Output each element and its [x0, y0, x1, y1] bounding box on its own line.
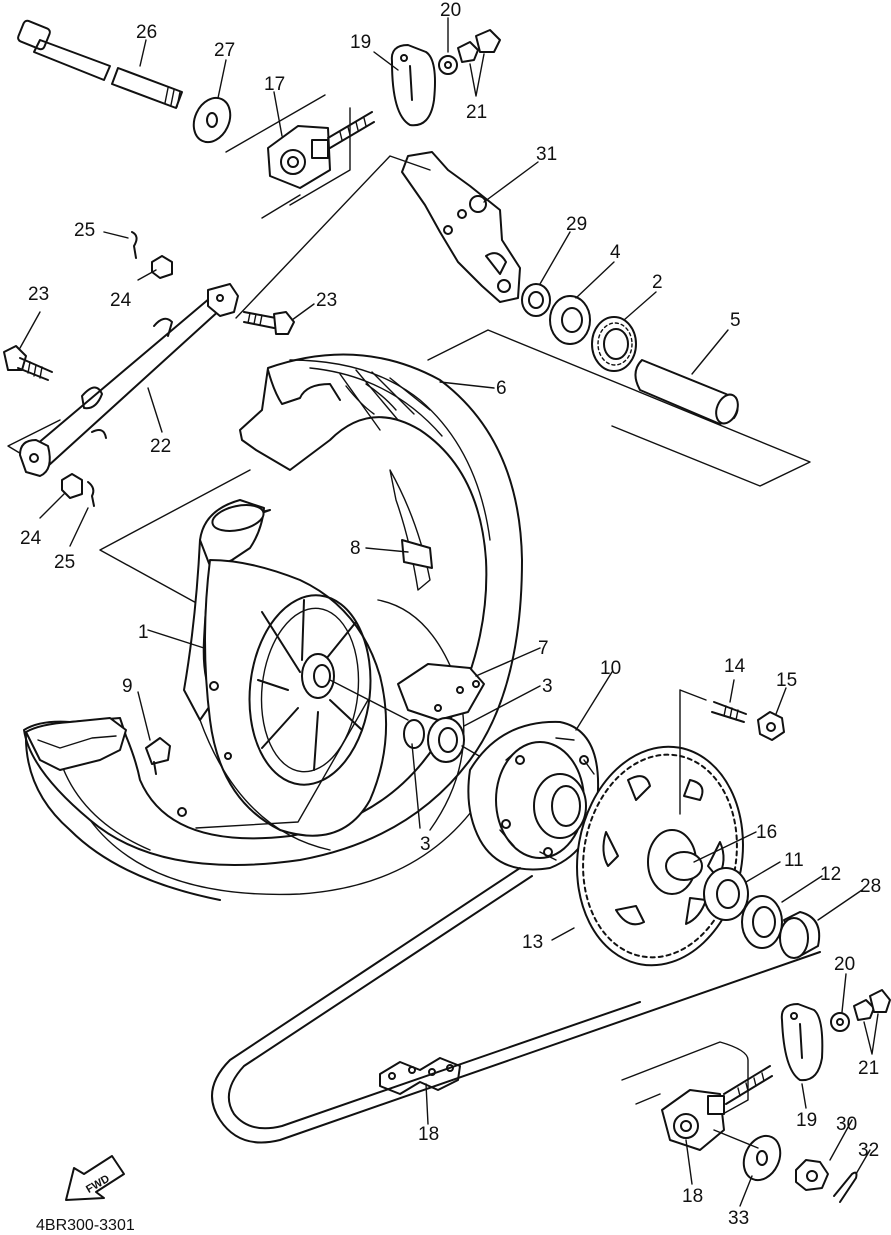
callout-32: 31	[536, 144, 557, 165]
cotter-pin-bottom	[833, 1171, 858, 1203]
sprocket-oil-seal	[741, 895, 783, 949]
callout-10: 10	[600, 658, 621, 679]
nut-upper	[151, 255, 173, 279]
bolt-right	[243, 311, 295, 335]
callout-29: 29	[566, 214, 587, 235]
callout-21-bottom: 21	[858, 1058, 879, 1079]
rear-axle	[17, 19, 183, 109]
castle-nut	[795, 1159, 829, 1191]
callout-17: 18	[418, 1124, 439, 1145]
bearing	[591, 316, 637, 372]
adjuster-plate-bottom	[780, 1003, 824, 1082]
nuts-bottom	[830, 989, 891, 1055]
callout-27: 27	[214, 40, 235, 61]
callout-19-top: 19	[350, 32, 371, 53]
callout-25-bottom: 25	[54, 552, 75, 573]
rear-tire	[23, 353, 523, 901]
callout-labels: 26 27 17 19 20 21 31 29 4 2 5 25 23 24 2…	[20, 0, 881, 1229]
callout-3-right: 3	[542, 676, 553, 697]
collar	[521, 283, 551, 317]
callout-31: 32	[858, 1140, 879, 1161]
callout-13: 13	[522, 932, 543, 953]
callout-22: 22	[150, 436, 171, 457]
callout-4: 4	[610, 242, 621, 263]
chain-adjuster-top	[225, 94, 375, 219]
callout-3-bottom: 3	[420, 834, 431, 855]
callout-19-bottom: 19	[796, 1110, 817, 1131]
sprocket-spacer	[779, 911, 821, 959]
guide-lines	[7, 155, 811, 606]
chain-adjuster-bottom	[621, 1041, 773, 1151]
callout-18-bottom: 18	[682, 1186, 703, 1207]
sprocket-bearing	[703, 867, 749, 921]
brake-torque-rod	[19, 283, 239, 477]
callout-20-bottom: 20	[834, 954, 855, 975]
bolt-left	[3, 345, 53, 381]
callout-5: 5	[730, 310, 741, 331]
stud-line	[679, 689, 707, 815]
callout-11: 11	[784, 850, 804, 871]
axle-washer	[192, 96, 232, 144]
sprocket-nut	[757, 711, 785, 741]
hub-bearing-right	[427, 717, 465, 763]
cotter-pin-upper	[131, 231, 138, 259]
callout-16: 16	[756, 822, 777, 843]
callout-7: 6	[496, 378, 507, 399]
callout-2: 2	[652, 272, 663, 293]
damper-bracket	[397, 663, 485, 721]
callout-24-bottom: 24	[20, 528, 42, 549]
nuts-top	[438, 29, 501, 97]
sprocket-stud	[711, 701, 747, 723]
spacer	[634, 359, 739, 425]
oil-seal	[549, 295, 591, 345]
callout-14: 14	[724, 656, 746, 677]
leader-lines	[19, 17, 871, 1207]
washer-bottom	[742, 1134, 782, 1182]
diagram-code: 4BR300-3301	[36, 1217, 135, 1234]
cotter-pin-lower	[87, 481, 95, 507]
rear-sprocket	[576, 745, 744, 967]
callout-1: 1	[138, 622, 149, 643]
nut-lower	[61, 473, 83, 499]
callout-25-top: 25	[74, 220, 95, 241]
callout-23-right: 23	[316, 290, 337, 311]
callout-23-left: 23	[28, 284, 49, 305]
drive-chain	[211, 867, 821, 1144]
caliper-bracket	[401, 151, 521, 303]
fwd-arrow: FWD	[65, 1155, 125, 1201]
callout-15: 15	[776, 670, 797, 691]
adjuster-plate-top	[390, 44, 436, 127]
hub-bearing-left	[403, 719, 425, 749]
callout-26: 26	[136, 22, 157, 43]
tire-valve	[145, 737, 171, 775]
callout-8: 9	[122, 676, 133, 697]
callout-33: 33	[728, 1208, 749, 1229]
callout-21-top: 21	[466, 102, 487, 123]
callout-20-top: 20	[440, 0, 461, 21]
callout-12: 12	[820, 864, 841, 885]
callout-28: 28	[860, 876, 881, 897]
callout-9: 8	[350, 538, 361, 559]
callout-24-top: 24	[110, 290, 132, 311]
callout-18-top: 17	[264, 74, 285, 95]
callout-6: 7	[538, 638, 549, 659]
bottom-guide-line	[713, 1129, 759, 1149]
sprocket-collar	[665, 851, 703, 881]
callout-30: 30	[836, 1114, 857, 1135]
rear-wheel	[177, 469, 465, 851]
